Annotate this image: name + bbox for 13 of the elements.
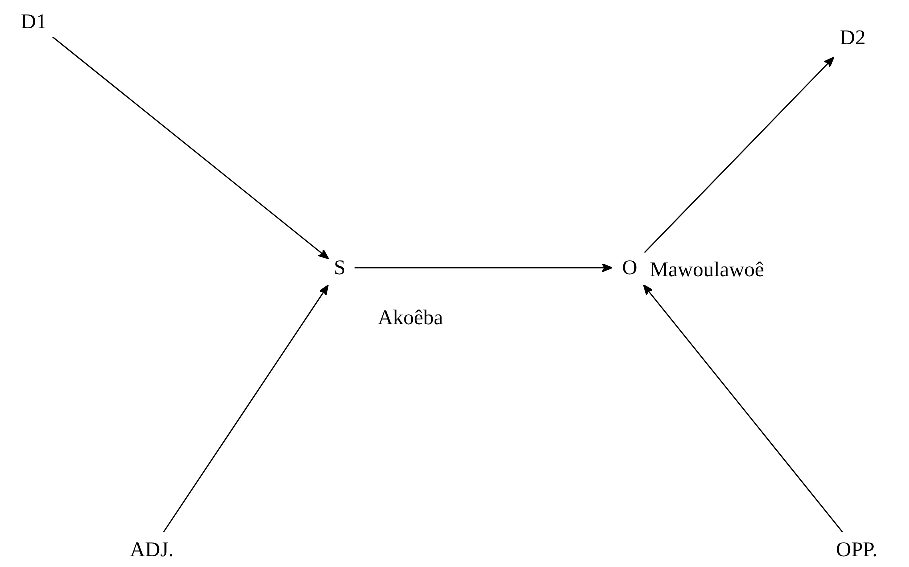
arrow [354,264,613,272]
arrow [163,284,329,532]
actant-label: O [622,256,638,280]
character-name: Akoêba [378,306,444,330]
actant-label: S [334,256,346,280]
actant-label: OPP. [836,538,878,562]
arrow [644,57,835,254]
arrow [643,284,844,533]
actant-label: ADJ. [130,538,174,562]
character-name: Mawoulawoê [650,258,764,282]
arrow [52,36,330,260]
actant-label: D1 [21,10,47,34]
actant-label: D2 [840,26,866,50]
